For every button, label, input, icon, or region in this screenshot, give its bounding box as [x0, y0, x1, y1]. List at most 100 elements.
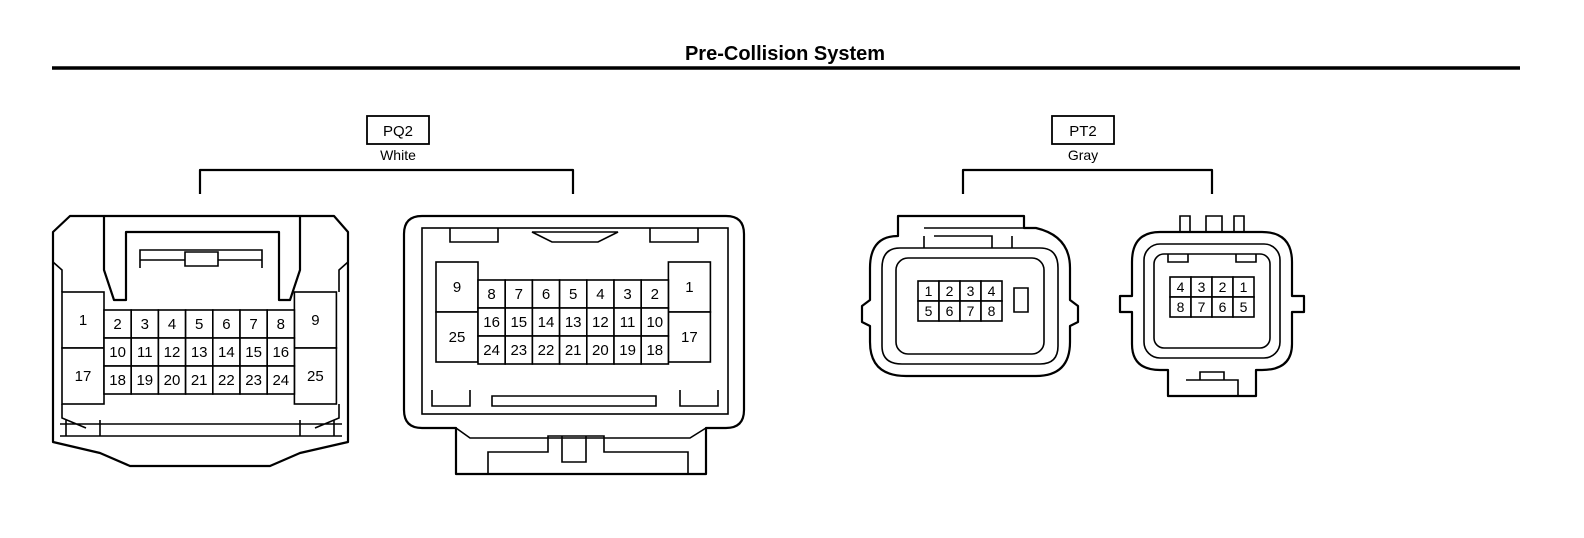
pin-16-cell	[266, 337, 296, 367]
pin-22: 22	[218, 372, 235, 389]
pin-20: 20	[164, 372, 181, 389]
pin-3: 3	[967, 283, 975, 299]
connector-pt2-view-2-inner	[1143, 243, 1281, 359]
pin-3: 3	[141, 316, 149, 333]
pin-21: 21	[565, 342, 582, 359]
pin-17-cell	[61, 347, 105, 405]
connector-pt2-view-2-housing	[1118, 230, 1306, 398]
pin-7: 7	[967, 303, 975, 319]
pin-13: 13	[191, 344, 208, 361]
pin-1: 1	[79, 312, 87, 329]
pin-25: 25	[449, 329, 466, 346]
pin-23: 23	[510, 342, 527, 359]
pin-8-cell	[980, 300, 1003, 322]
connector-pq2-view-1-housing	[51, 214, 350, 468]
connector-pq2-view-2-top-keys	[449, 228, 699, 243]
pin-8: 8	[988, 303, 996, 319]
pin-10-cell	[640, 307, 670, 337]
pin-1-cell	[667, 261, 712, 313]
pin-1: 1	[685, 279, 693, 296]
pin-2: 2	[1219, 279, 1227, 295]
pin-16: 16	[483, 314, 500, 331]
pin-5-cell	[1232, 296, 1255, 318]
pin-7-cell	[239, 309, 269, 339]
pin-7: 7	[515, 286, 523, 303]
pin-23-cell	[239, 365, 269, 395]
pin-19: 19	[136, 372, 153, 389]
pin-24-cell	[266, 365, 296, 395]
pin-5: 5	[925, 303, 933, 319]
pin-11: 11	[137, 344, 153, 361]
connector-pt2-bracket	[961, 168, 1214, 194]
connector-pq2-view-2-housing	[402, 214, 746, 476]
pin-17-cell	[667, 311, 712, 363]
pin-17: 17	[681, 329, 698, 346]
connector-pq2-view-1-latch-inner	[139, 249, 263, 268]
pin-4: 4	[168, 316, 176, 333]
pin-18: 18	[646, 342, 663, 359]
pin-10: 10	[109, 344, 126, 361]
connector-pq2: PQ2 White 117925210183111941220513216142…	[51, 115, 746, 476]
pin-14: 14	[218, 344, 235, 361]
pin-1: 1	[1240, 279, 1248, 295]
pin-2: 2	[946, 283, 954, 299]
pin-6: 6	[222, 316, 230, 333]
pin-4: 4	[1177, 279, 1185, 295]
pin-5: 5	[195, 316, 203, 333]
connector-pt2-label-box	[1051, 115, 1115, 145]
pin-6: 6	[542, 286, 550, 303]
pin-22: 22	[538, 342, 555, 359]
connector-pt2-view-2-cavity	[1153, 253, 1271, 349]
pin-14-cell	[212, 337, 241, 367]
pin-7: 7	[249, 316, 257, 333]
connector-pt2-view-1-inner	[881, 247, 1059, 365]
connector-pq2-label: PQ2	[383, 123, 413, 140]
pin-7: 7	[1198, 299, 1206, 315]
pin-11: 11	[620, 314, 636, 331]
pin-4: 4	[596, 286, 604, 303]
connector-pt2-view-2-keys	[1167, 254, 1257, 396]
pin-25-cell	[435, 311, 479, 363]
pin-24: 24	[272, 372, 289, 389]
pin-9-cell	[293, 291, 338, 349]
pin-21: 21	[191, 372, 208, 389]
connector-pq2-bracket	[198, 168, 575, 194]
pin-20: 20	[592, 342, 609, 359]
pin-6: 6	[946, 303, 954, 319]
pin-25: 25	[307, 368, 324, 385]
connector-pt2-color: Gray	[1068, 147, 1098, 163]
pin-14-cell	[531, 307, 561, 337]
pin-9: 9	[453, 279, 461, 296]
pin-3: 3	[623, 286, 631, 303]
pin-8: 8	[277, 316, 285, 333]
connector-pq2-view-1-latch	[102, 216, 302, 302]
connector-pq2-view-2-lock	[455, 427, 707, 474]
pin-13: 13	[565, 314, 582, 331]
connector-pq2-view-1: 1179252101831119412205132161422715238162…	[51, 214, 350, 468]
pin-17: 17	[75, 368, 92, 385]
pin-18-cell	[640, 335, 670, 365]
pin-3: 3	[1198, 279, 1206, 295]
pin-11-cell	[613, 307, 643, 337]
connector-pt2-view-1-cavity	[895, 257, 1045, 355]
pin-20-cell	[585, 335, 615, 365]
pin-4-cell	[585, 279, 615, 309]
pin-10-cell	[103, 337, 133, 367]
pin-18: 18	[109, 372, 126, 389]
pin-9: 9	[311, 312, 319, 329]
pin-1: 1	[925, 283, 933, 299]
pin-6: 6	[1219, 299, 1227, 315]
pin-24: 24	[483, 342, 500, 359]
pin-23-cell	[504, 335, 534, 365]
pin-2: 2	[113, 316, 121, 333]
pin-25-cell	[293, 347, 338, 405]
pin-14: 14	[538, 314, 555, 331]
connector-pt2-label: PT2	[1069, 123, 1097, 140]
pin-2-cell	[640, 279, 670, 309]
pin-15-cell	[239, 337, 269, 367]
pin-15: 15	[510, 314, 527, 331]
